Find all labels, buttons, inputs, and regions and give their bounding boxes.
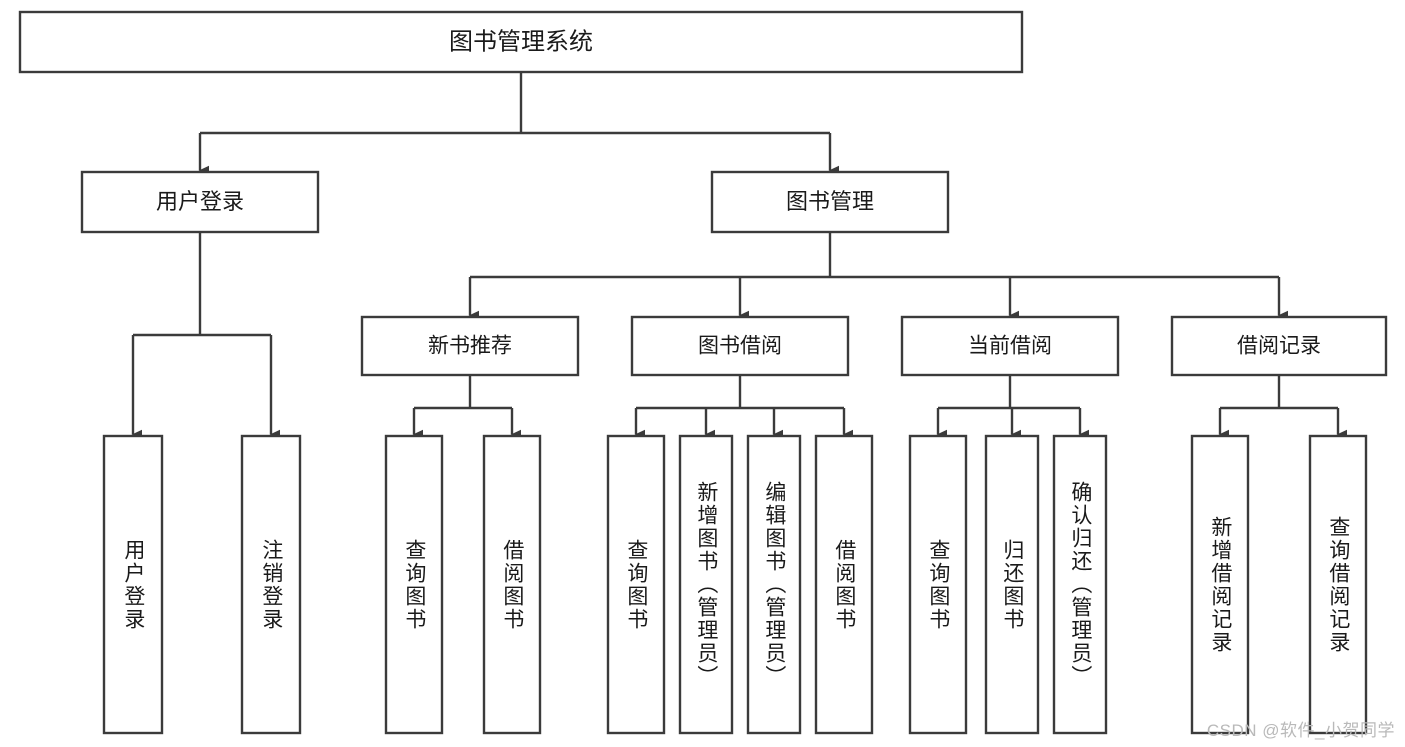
node-label-root: 图书管理系统	[449, 28, 593, 55]
node-box-root	[18, 10, 1024, 74]
node-box-leaf-query-book-borrow	[606, 434, 666, 735]
node-box-borrow-record	[1170, 315, 1388, 377]
node-box-leaf-edit-book	[746, 434, 802, 735]
node-label-new-book-recommend: 新书推荐	[428, 335, 512, 358]
node-box-leaf-query-book-current	[908, 434, 968, 735]
node-label-current-borrow: 当前借阅	[968, 335, 1052, 358]
node-box-leaf-user-login	[102, 434, 164, 735]
node-label-borrow-record: 借阅记录	[1237, 335, 1321, 358]
node-box-leaf-query-borrow-record	[1308, 434, 1368, 735]
node-box-leaf-borrow-book-recommend	[482, 434, 542, 735]
node-box-leaf-user-logout	[240, 434, 302, 735]
node-box-leaf-add-book	[678, 434, 734, 735]
node-box-layer	[18, 10, 1388, 735]
csdn-watermark: CSDN @软件_小贺同学	[1206, 721, 1395, 740]
node-box-leaf-add-borrow-record	[1190, 434, 1250, 735]
node-label-book-borrow: 图书借阅	[698, 335, 782, 358]
node-label-user-login: 用户登录	[156, 189, 244, 214]
node-box-leaf-return-book	[984, 434, 1040, 735]
node-box-user-login	[80, 170, 320, 234]
node-box-book-borrow	[630, 315, 850, 377]
connector-layer	[131, 72, 1348, 440]
node-box-leaf-borrow-book	[814, 434, 874, 735]
node-box-book-manage	[710, 170, 950, 234]
node-box-leaf-confirm-return	[1052, 434, 1108, 735]
node-box-current-borrow	[900, 315, 1120, 377]
node-box-leaf-query-book-recommend	[384, 434, 444, 735]
node-label-book-manage: 图书管理	[786, 189, 874, 214]
node-box-new-book-recommend	[360, 315, 580, 377]
